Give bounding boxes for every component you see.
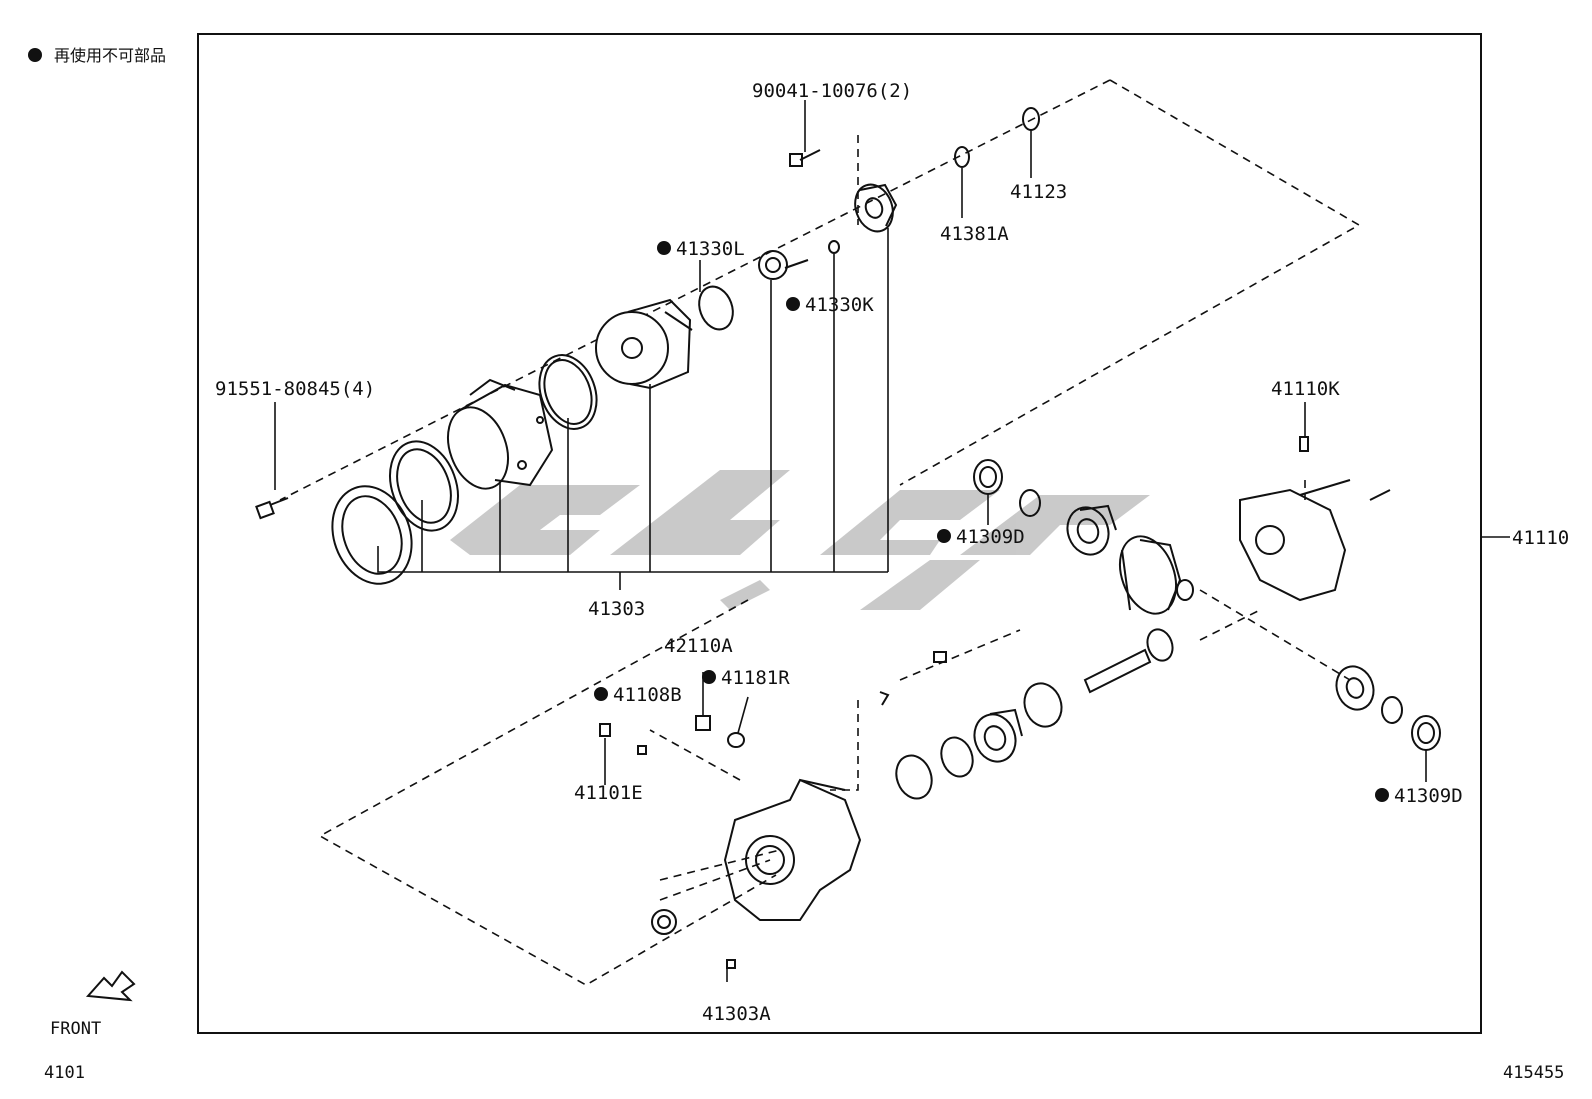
front-label: FRONT	[50, 1019, 101, 1039]
seal-ring-1-icon	[331, 485, 413, 585]
bolt-41101E-icon	[599, 723, 611, 737]
oil-seal-41309D-top-icon	[973, 459, 1003, 495]
label-41303: 41303	[588, 598, 645, 620]
pin-41303A-icon	[726, 959, 736, 969]
label-41110K: 41110K	[1271, 378, 1340, 400]
case-right-icon	[1239, 436, 1391, 602]
ring-41110-icon	[1023, 682, 1063, 728]
label-41309D-top: 41309D	[956, 526, 1025, 548]
assembly-guides	[279, 79, 1361, 986]
non-reusable-bullet-icon	[786, 297, 800, 311]
label-42110A: 42110A	[664, 635, 733, 657]
label-41123: 41123	[1010, 181, 1067, 203]
label-41330K: 41330K	[805, 294, 874, 316]
o-ring-41330L-icon	[698, 285, 734, 331]
transfer-housing-icon	[447, 378, 554, 490]
leader-lines-41303	[274, 100, 1032, 590]
legend: 再使用不可部品	[28, 46, 166, 65]
label-41101E: 41101E	[574, 782, 643, 804]
page-code-right: 415455	[1503, 1063, 1564, 1083]
non-reusable-bullet-icon	[937, 529, 951, 543]
non-reusable-bullet-icon	[1375, 788, 1389, 802]
label-41309D-bottom: 41309D	[1394, 785, 1463, 807]
washer-right-icon	[1019, 489, 1041, 517]
label-41108B: 41108B	[613, 684, 682, 706]
non-reusable-bullet-icon	[657, 241, 671, 255]
o-ring-lower-2-icon	[895, 754, 933, 800]
main-case-icon	[723, 778, 862, 921]
page-code-left: 4101	[44, 1063, 85, 1083]
front-arrow-icon	[85, 970, 136, 1002]
bearing-top-icon	[854, 183, 898, 233]
differential-gear-icon	[1118, 535, 1194, 615]
label-41330L: 41330L	[676, 238, 745, 260]
washer-far-right-icon	[1381, 696, 1403, 724]
washer-41123-icon	[1022, 107, 1040, 131]
diagram-frame	[197, 33, 1482, 1034]
washer-41381A-icon	[954, 146, 970, 168]
bearing-far-right-icon	[1335, 665, 1375, 711]
front-indicator: FRONT	[50, 970, 136, 1039]
plug-41108B-icon	[637, 745, 647, 755]
lower-case-assembly	[599, 651, 947, 969]
part-labels: 90041-10076(2) 41123 41381A 41330L 41330…	[215, 80, 1569, 1025]
drain-plug-icon	[651, 909, 677, 935]
pinion-shaft-icon	[1083, 628, 1174, 694]
label-90041-10076: 90041-10076(2)	[752, 80, 912, 102]
label-41181R: 41181R	[721, 667, 790, 689]
non-reusable-bullet-icon	[702, 670, 716, 684]
bolt-91551-icon	[255, 497, 289, 520]
non-reusable-bullet-icon	[28, 48, 42, 62]
label-41303A: 41303A	[702, 1003, 771, 1025]
bolt-90041-icon	[789, 149, 821, 167]
non-reusable-bullet-icon	[594, 687, 608, 701]
upper-assembly	[255, 107, 1040, 585]
sensor-gear-icon	[758, 240, 840, 280]
oil-seal-41309D-bottom-icon	[1411, 715, 1441, 751]
o-ring-large-icon	[538, 354, 598, 430]
label-41110: 41110	[1512, 527, 1569, 549]
gasket-41181R-icon	[727, 732, 745, 748]
legend-text: 再使用不可部品	[54, 46, 166, 65]
o-ring-lower-1-icon	[940, 736, 974, 778]
plug-42110A-icon	[695, 715, 711, 731]
label-41381A: 41381A	[940, 223, 1009, 245]
differential-assembly	[895, 402, 1510, 800]
cover-cap-icon	[595, 298, 693, 390]
seal-ring-2-icon	[389, 440, 459, 532]
bearing-lower-icon	[973, 708, 1023, 763]
label-91551-80845: 91551-80845(4)	[215, 378, 375, 400]
watermark-logo	[450, 470, 1150, 610]
bearing-right-icon	[1066, 504, 1117, 556]
